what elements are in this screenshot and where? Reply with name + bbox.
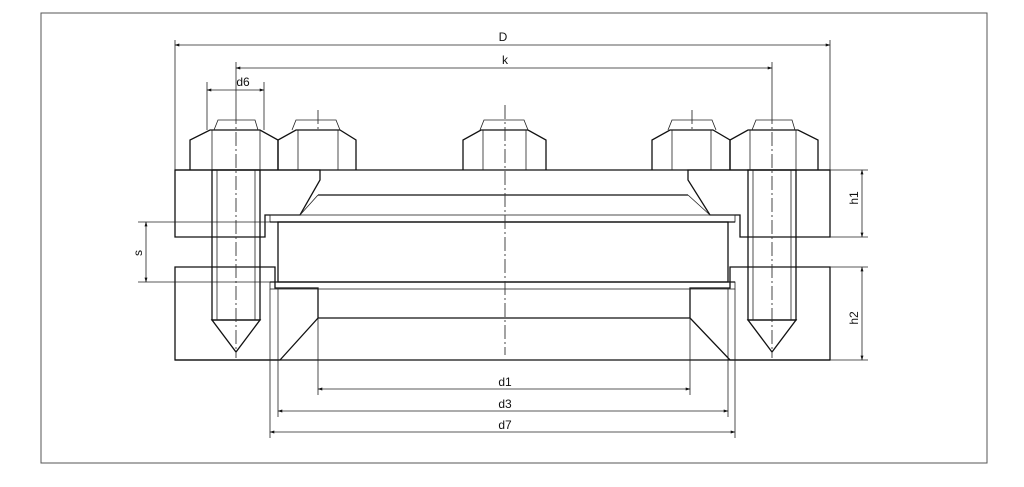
drawing-frame <box>40 12 988 464</box>
dim-label-k: k <box>502 53 509 67</box>
upper-gasket <box>269 214 736 223</box>
lower-gasket <box>269 281 736 290</box>
dim-label-d7: d7 <box>498 418 512 432</box>
right-bolt <box>729 119 819 354</box>
nut-center <box>462 119 547 170</box>
dim-label-d1: d1 <box>498 375 512 389</box>
dim-label-s: s <box>131 250 145 256</box>
dim-label-h1: h1 <box>847 191 861 205</box>
sight-glass <box>277 221 729 283</box>
nut-inner-left <box>277 119 357 170</box>
bottom-flange <box>174 266 831 361</box>
dim-label-D: D <box>499 30 508 44</box>
nut-inner-right <box>651 119 731 170</box>
dim-label-h2: h2 <box>847 311 861 325</box>
top-flange <box>174 169 831 238</box>
dim-label-d3: d3 <box>498 397 512 411</box>
dim-label-d6: d6 <box>236 75 250 89</box>
